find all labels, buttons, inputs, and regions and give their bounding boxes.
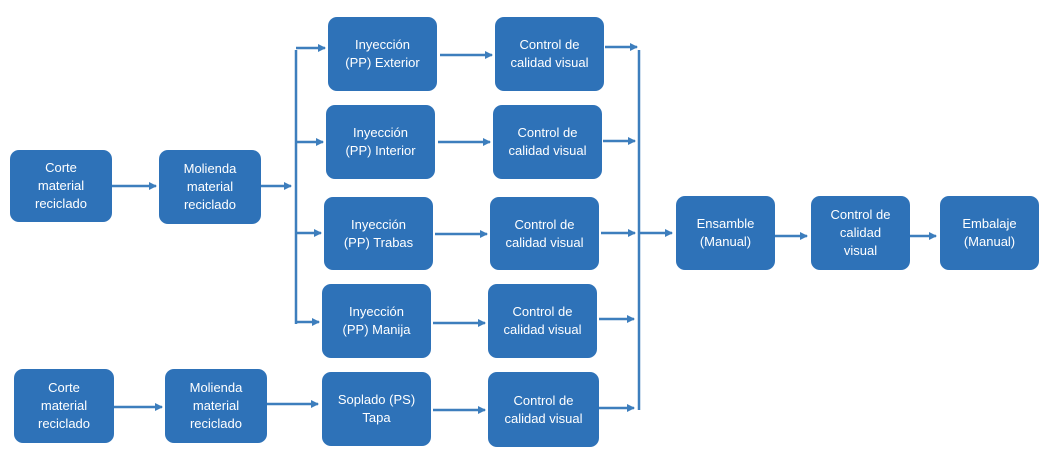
node-molienda-bottom: Molienda material reciclado (165, 369, 267, 443)
node-iny-trabas: Inyección (PP) Trabas (324, 197, 433, 270)
node-molienda-top: Molienda material reciclado (159, 150, 261, 224)
node-iny-interior: Inyección (PP) Interior (326, 105, 435, 179)
node-iny-manija: Inyección (PP) Manija (322, 284, 431, 358)
node-ensamble: Ensamble (Manual) (676, 196, 775, 270)
node-qc-exterior: Control de calidad visual (495, 17, 604, 91)
node-qc-trabas: Control de calidad visual (490, 197, 599, 270)
node-iny-exterior: Inyección (PP) Exterior (328, 17, 437, 91)
node-corte-top: Corte material reciclado (10, 150, 112, 222)
node-qc-interior: Control de calidad visual (493, 105, 602, 179)
node-qc-final: Control de calidad visual (811, 196, 910, 270)
node-qc-manija: Control de calidad visual (488, 284, 597, 358)
node-qc-tapa: Control de calidad visual (488, 372, 599, 447)
node-embalaje: Embalaje (Manual) (940, 196, 1039, 270)
node-soplado-tapa: Soplado (PS) Tapa (322, 372, 431, 446)
node-corte-bottom: Corte material reciclado (14, 369, 114, 443)
